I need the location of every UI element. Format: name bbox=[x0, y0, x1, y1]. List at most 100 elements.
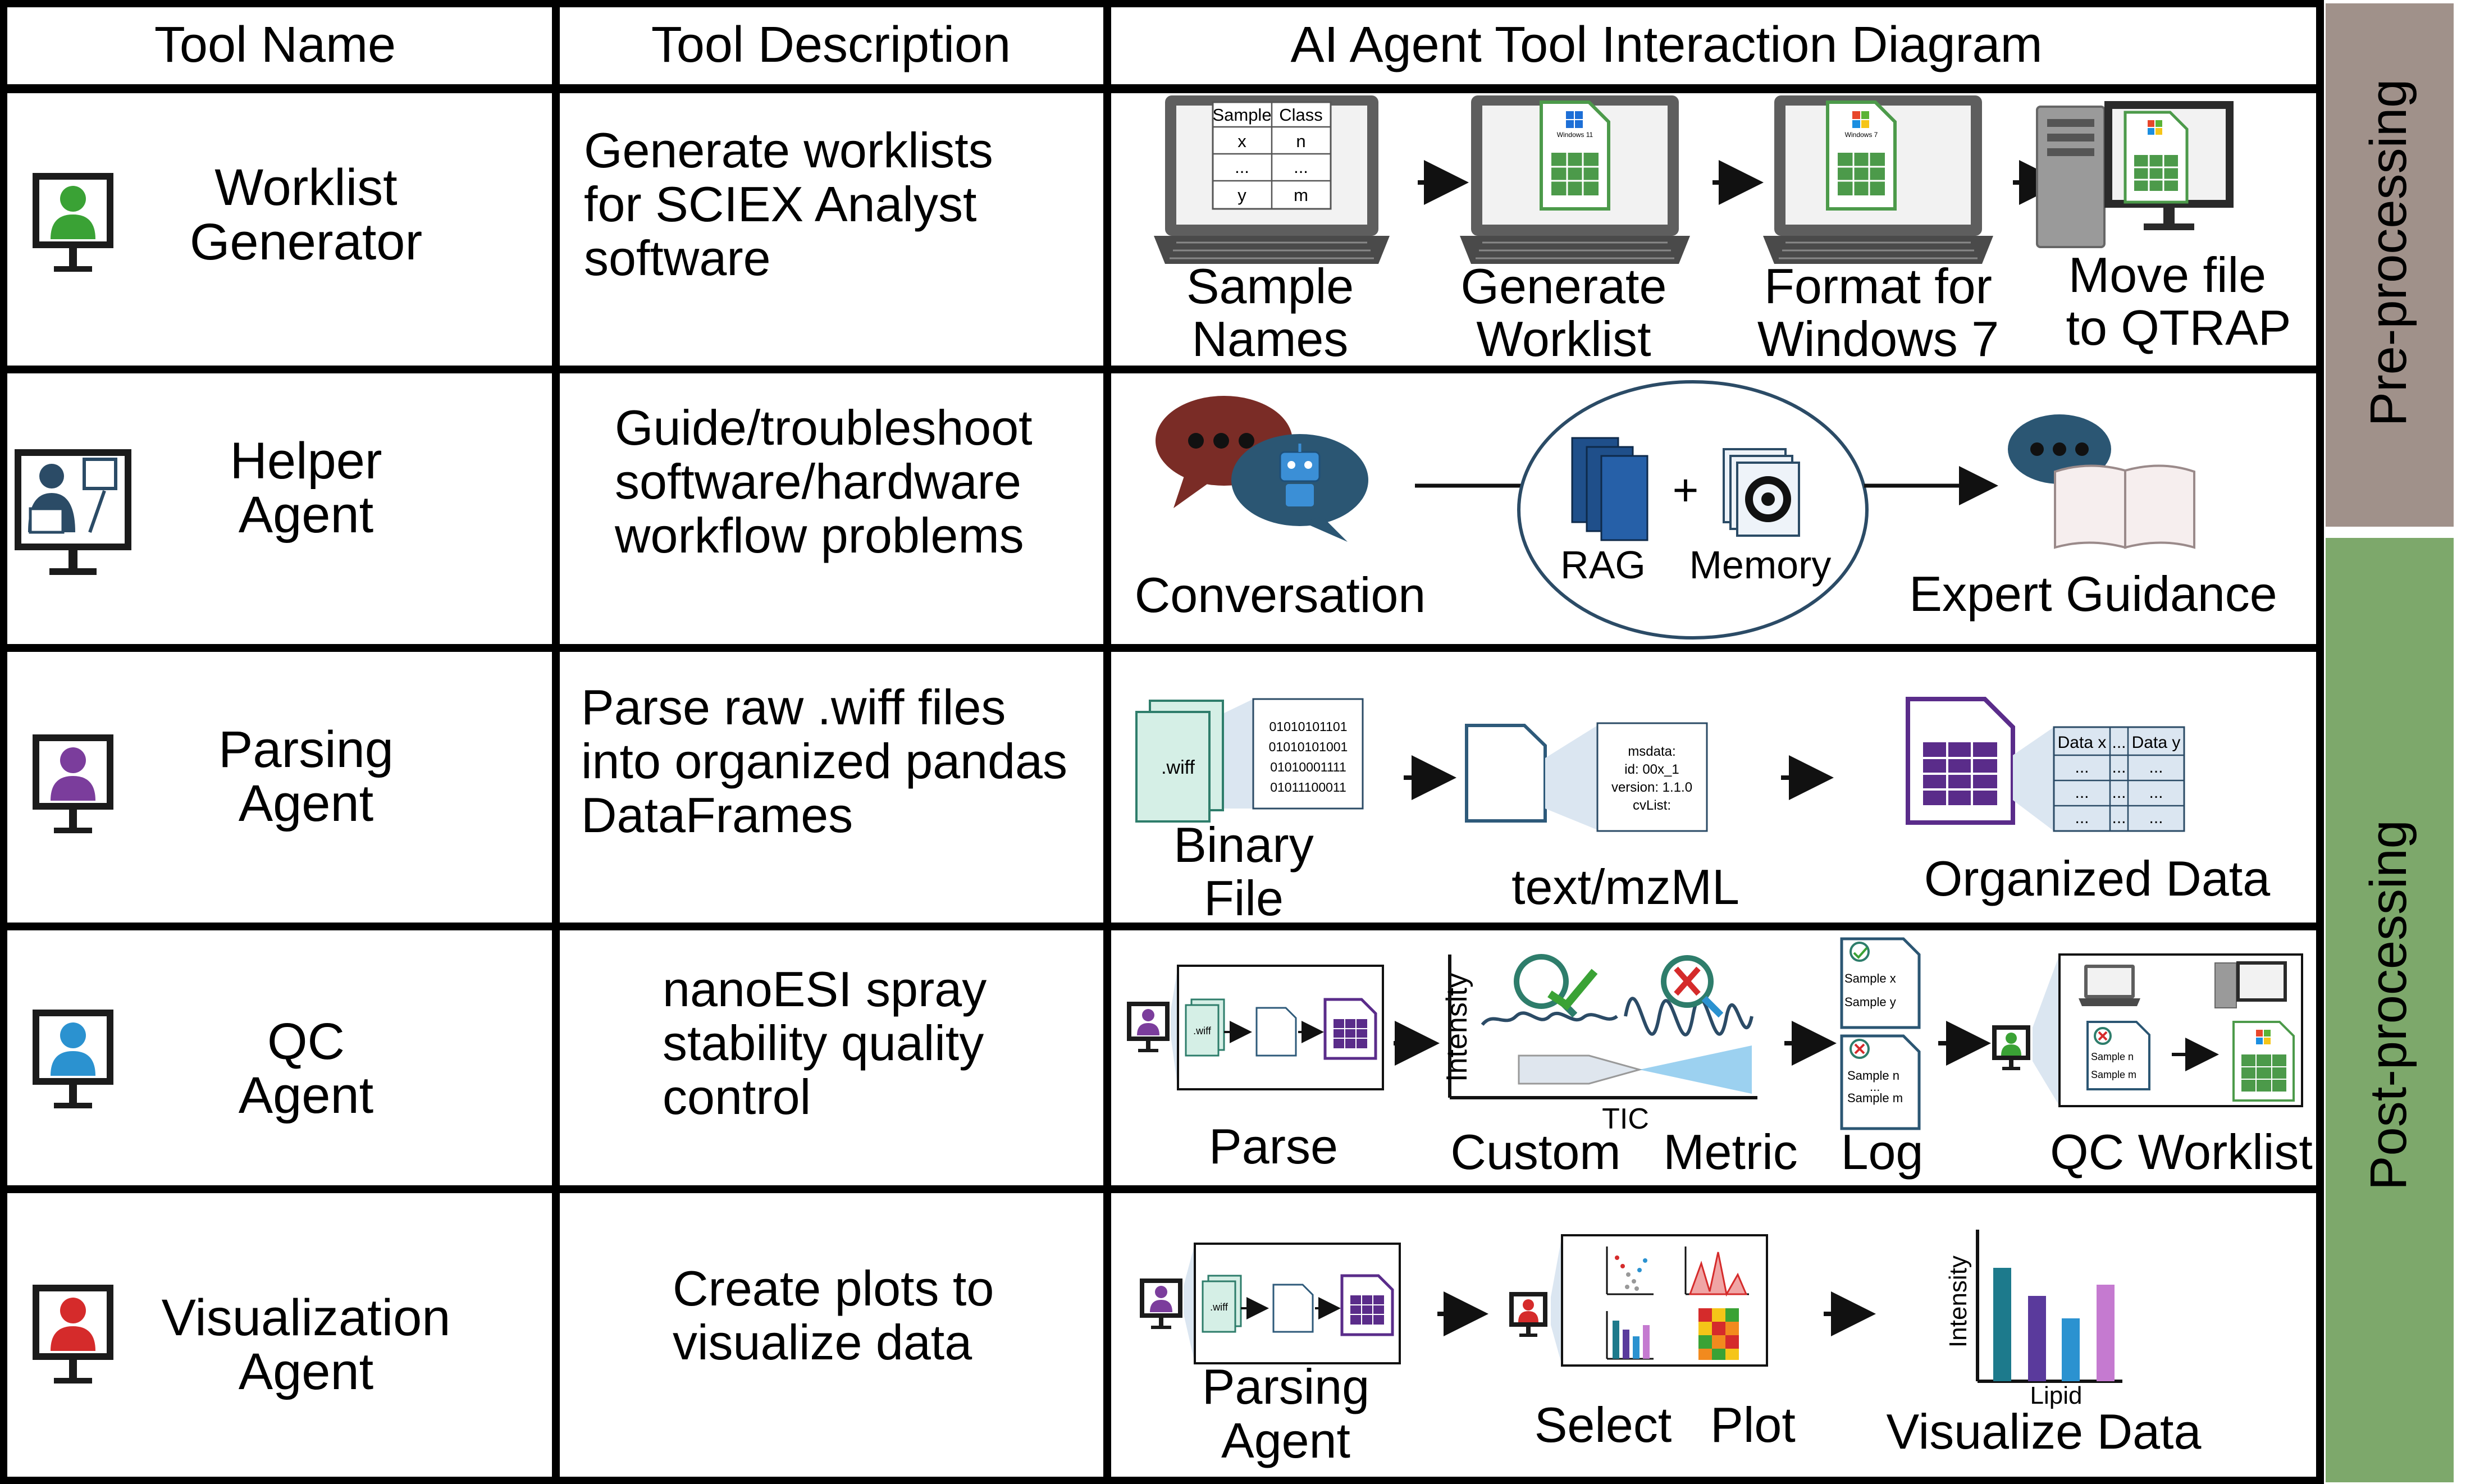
helper-agent-name-line1: Helper bbox=[230, 432, 382, 490]
memory-documents-icon bbox=[1723, 448, 1800, 537]
volcano-plot-icon bbox=[1606, 1246, 1654, 1295]
grid-cell: ... bbox=[2112, 809, 2126, 827]
helper-diagram: Conversation + RAG Memory Expert Guidanc… bbox=[1135, 380, 2277, 640]
windows-7-logo-icon bbox=[1852, 111, 1869, 128]
chart-bar bbox=[2097, 1285, 2115, 1381]
bad-search-icon bbox=[1661, 955, 1724, 1018]
qc-worklist-label: QC Worklist bbox=[2050, 1124, 2313, 1180]
table-frame bbox=[0, 0, 2324, 1484]
desktop-computer-icon bbox=[2214, 961, 2287, 1008]
robot-icon bbox=[1279, 444, 1321, 506]
spreadsheet-file-icon: Windows 7 bbox=[1826, 101, 1897, 211]
dataframe-grid: Data x ... Data y ... ... ... ... ... ..… bbox=[2053, 726, 2185, 832]
qc-desc-line1: nanoESI spray bbox=[663, 961, 987, 1017]
parsing-agent-mini-icon bbox=[1140, 1278, 1182, 1329]
post-processing-bar bbox=[2326, 538, 2454, 1482]
table-cell: m bbox=[1294, 185, 1308, 205]
worklist-desc-line1: Generate worklists bbox=[584, 122, 993, 178]
binary-file-line2: File bbox=[1204, 870, 1284, 926]
tic-x-label: TIC bbox=[1602, 1103, 1649, 1135]
qc-diagram: .wiff Parse Intensity TIC Custom bbox=[1127, 937, 2313, 1180]
mzml-text-box: msdata: id: 00x_1 version: 1.1.0 cvList: bbox=[1596, 722, 1708, 832]
tic-plot: Intensity TIC bbox=[1441, 954, 1757, 1135]
step-sample-names-line1: Sample bbox=[1186, 258, 1354, 314]
mzml-line: id: 00x_1 bbox=[1624, 762, 1679, 777]
chart-bar bbox=[2062, 1318, 2080, 1381]
windows-11-label: Windows 11 bbox=[1557, 131, 1593, 139]
windows-11-logo-icon bbox=[1566, 111, 1583, 128]
lipid-chart-x-label: Lipid bbox=[2030, 1382, 2083, 1409]
table-cell: y bbox=[1237, 185, 1246, 205]
log-file-bottom-icon: Sample n ... Sample m bbox=[1840, 1034, 1921, 1130]
header-tool-name: Tool Name bbox=[154, 17, 396, 73]
heatmap-plot-icon bbox=[1698, 1308, 1739, 1360]
log-line: Sample x bbox=[1844, 971, 1896, 985]
mzml-line: version: 1.1.0 bbox=[1611, 780, 1692, 795]
books-icon bbox=[1571, 437, 1648, 541]
binary-file-line1: Binary bbox=[1173, 817, 1313, 873]
phase-sidebar: Pre-processing Post-processing bbox=[2326, 3, 2454, 1482]
qc-list-line: Sample m bbox=[2091, 1069, 2136, 1080]
grid-cell: ... bbox=[2112, 783, 2126, 802]
laptop-icon bbox=[2079, 965, 2140, 1006]
log-label: Log bbox=[1841, 1124, 1924, 1180]
step-sample-names-line2: Names bbox=[1192, 311, 1349, 367]
parsing-agent-pipeline-box: .wiff bbox=[1194, 1243, 1401, 1364]
plot-label: Plot bbox=[1710, 1397, 1796, 1453]
visualization-agent-mini-icon bbox=[1509, 1292, 1547, 1337]
helper-agent-icon bbox=[15, 449, 131, 575]
parsing-agent-icon bbox=[33, 734, 113, 833]
step-move-file-line2: to QTRAP bbox=[2066, 300, 2291, 355]
grid-cell: ... bbox=[2075, 783, 2089, 802]
tic-y-label: Intensity bbox=[1441, 973, 1473, 1082]
plus-sign: + bbox=[1673, 465, 1699, 515]
lipid-bar-chart: Intensity Lipid bbox=[1944, 1230, 2122, 1409]
binary-line: 01010001111 bbox=[1270, 760, 1346, 774]
visualization-desc-line1: Create plots to bbox=[673, 1261, 994, 1316]
open-book-icon bbox=[2054, 464, 2195, 549]
spreadsheet-file-icon bbox=[2124, 111, 2189, 204]
parse-label: Parse bbox=[1209, 1118, 1338, 1174]
sample-table: Sample Class x n ... ... y m bbox=[1212, 101, 1332, 210]
expert-guidance-label: Expert Guidance bbox=[1909, 566, 2277, 622]
mini-wiff-label: .wiff bbox=[1210, 1302, 1229, 1313]
log-line: Sample m bbox=[1847, 1091, 1903, 1105]
grid-cell: ... bbox=[2149, 809, 2163, 827]
step-move-file-line1: Move file bbox=[2068, 247, 2266, 303]
pre-processing-label: Pre-processing bbox=[2360, 79, 2417, 427]
metric-label: Metric bbox=[1663, 1124, 1798, 1180]
table-cell: ... bbox=[1235, 157, 1249, 177]
log-file-top-icon: Sample x Sample y bbox=[1840, 937, 1921, 1029]
visualization-desc-line2: visualize data bbox=[673, 1314, 972, 1370]
grid-header-data-y: Data y bbox=[2132, 733, 2181, 752]
visualization-agent-icon bbox=[33, 1285, 113, 1383]
worklist-desc-line3: software bbox=[584, 230, 771, 286]
binary-data-box: 01010101101 01010101001 01010001111 0101… bbox=[1252, 698, 1364, 810]
spectrum-plot-icon bbox=[1684, 1246, 1749, 1297]
pre-processing-bar bbox=[2326, 3, 2454, 527]
step-format-windows7-line2: Windows 7 bbox=[1757, 311, 1999, 367]
qc-agent-name-line2: Agent bbox=[239, 1067, 373, 1124]
table-cell: n bbox=[1296, 131, 1305, 151]
chart-bar bbox=[1993, 1268, 2011, 1381]
step-format-windows7-line1: Format for bbox=[1764, 258, 1992, 314]
custom-label: Custom bbox=[1450, 1124, 1620, 1180]
binary-line: 01010101001 bbox=[1269, 739, 1348, 754]
windows-7-label: Windows 7 bbox=[1845, 131, 1878, 139]
visualization-agent-name-line2: Agent bbox=[239, 1343, 373, 1400]
worklist-generator-icon bbox=[33, 173, 113, 272]
mzml-line: msdata: bbox=[1628, 744, 1675, 759]
grid-header-ellipsis: ... bbox=[2112, 733, 2126, 752]
grid-cell: ... bbox=[2075, 809, 2089, 827]
text-file-icon bbox=[1465, 724, 1547, 823]
dataframe-file-icon bbox=[1906, 697, 2015, 825]
qc-agent-mini-icon bbox=[1992, 1025, 2030, 1070]
qc-agent-name-line1: QC bbox=[267, 1013, 345, 1070]
chat-bubbles-icon bbox=[1156, 396, 1368, 542]
step-generate-worklist-line2: Worklist bbox=[1476, 311, 1651, 367]
grid-cell: ... bbox=[2075, 758, 2089, 777]
grid-cell: ... bbox=[2149, 783, 2163, 802]
wiff-file-icon: .wiff bbox=[1135, 700, 1224, 823]
